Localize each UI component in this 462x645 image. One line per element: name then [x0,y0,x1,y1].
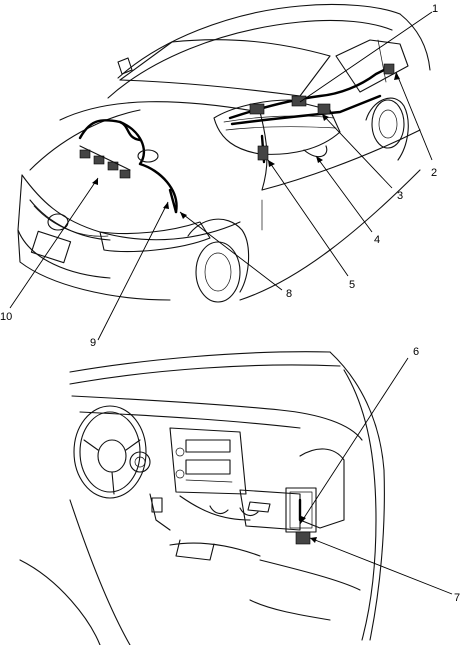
fuel-injector-connectors [79,145,131,179]
callout-5: 5 [349,279,355,291]
connector-7 [295,531,311,545]
underbody-harness-illustration [213,63,395,164]
dashboard-interior-illustration [19,351,385,645]
callout-1: 1 [432,3,438,15]
callout-9: 9 [90,337,96,349]
callout-6: 6 [413,346,419,358]
control-unit [285,487,317,533]
callout-3: 3 [397,190,403,202]
car-exterior-illustration [17,3,431,303]
leader-lines [9,11,453,595]
engine-harness-illustration [78,119,178,214]
callout-4: 4 [374,234,380,246]
callout-10: 10 [0,311,12,323]
callout-labels: 1 2 3 4 5 6 7 8 9 10 [0,3,460,604]
callout-7: 7 [454,592,460,604]
callout-2: 2 [431,167,437,179]
callout-8: 8 [286,288,292,300]
